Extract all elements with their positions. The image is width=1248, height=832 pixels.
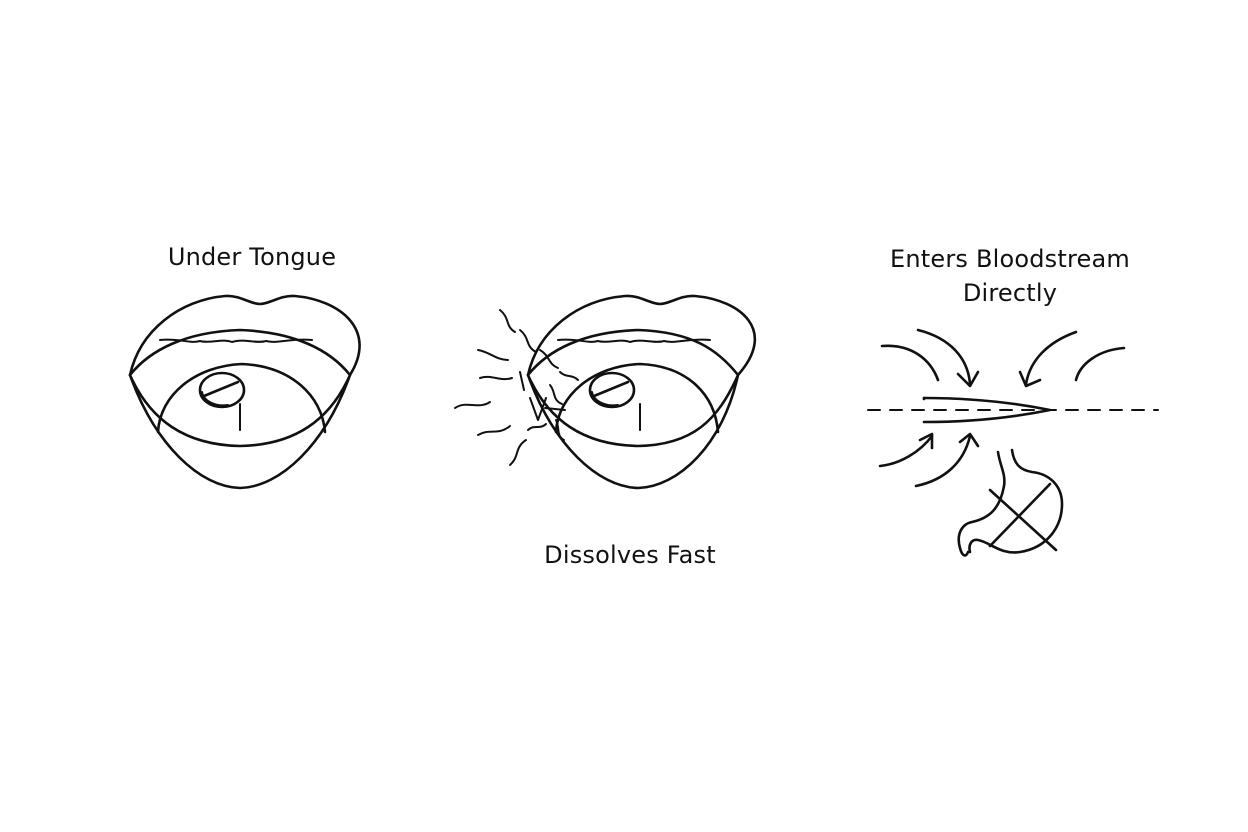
step-3-label-line-2: Directly — [962, 279, 1058, 307]
step-2-label: Dissolves Fast — [544, 541, 716, 569]
crossed-out-stomach-icon — [957, 448, 1064, 557]
step-3-label-line-1: Enters Bloodstream — [890, 245, 1130, 273]
step-1-label: Under Tongue — [167, 243, 337, 271]
open-mouth-with-tablet-icon — [128, 294, 361, 490]
step-3-label: Enters Bloodstream Directly — [860, 242, 1160, 310]
dissolving-tablet-mouth-icon — [454, 294, 757, 490]
blood-vessel-absorption-icon — [867, 328, 1159, 488]
